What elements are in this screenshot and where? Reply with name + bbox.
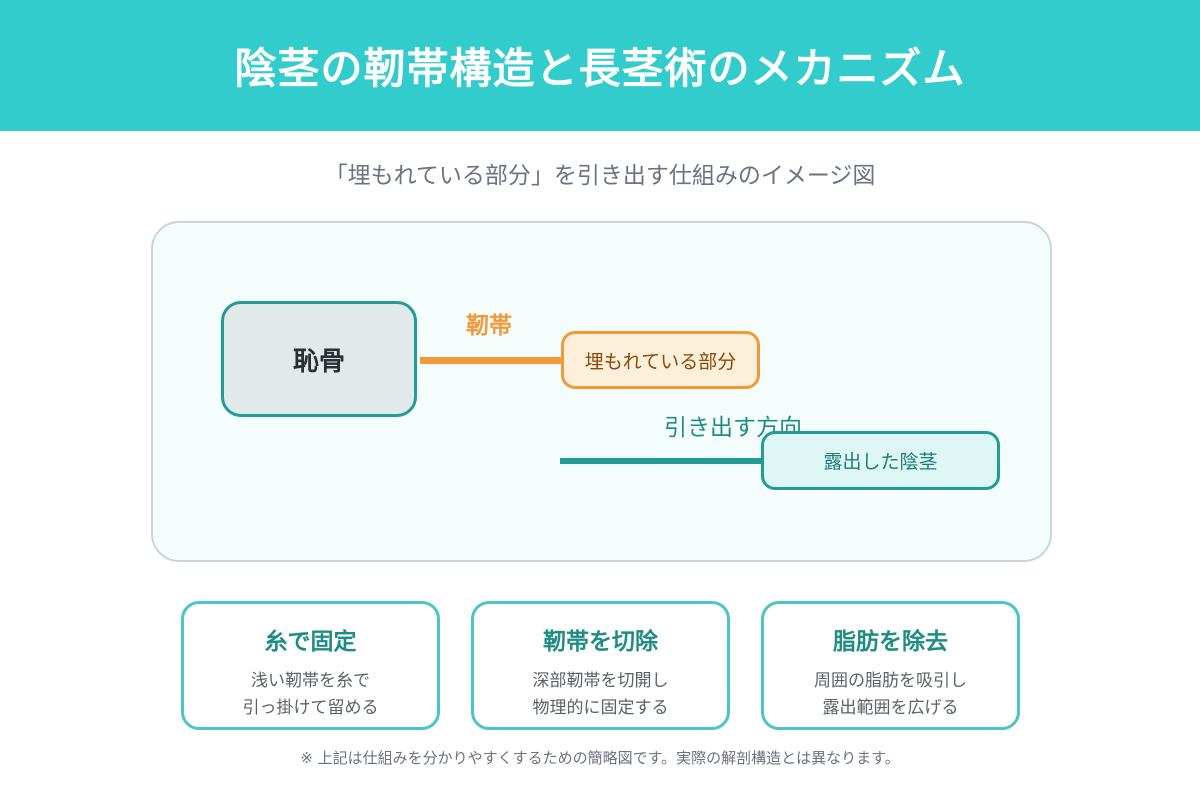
exposed-part-node: 露出した陰茎 xyxy=(761,431,1000,490)
pubic-bone-node: 恥骨 xyxy=(221,301,417,417)
method-card-title: 糸で固定 xyxy=(264,629,357,655)
method-card-body: 浅い靭帯を糸で 引っ掛けて留める xyxy=(184,668,437,722)
method-card-ligament-cut: 靭帯を切除 深部靭帯を切開し 物理的に固定する xyxy=(471,601,730,730)
pull-direction-line xyxy=(560,458,763,464)
method-card-line: 露出範囲を広げる xyxy=(822,698,959,718)
page-title: 陰茎の靭帯構造と長茎術のメカニズム xyxy=(234,44,966,93)
method-card-title: 靭帯を切除 xyxy=(543,629,658,655)
method-card-title: 脂肪を除去 xyxy=(833,629,948,655)
header-banner: 陰茎の靭帯構造と長茎術のメカニズム xyxy=(0,0,1200,131)
ligament-line xyxy=(420,357,562,364)
method-card-suture: 糸で固定 浅い靭帯を糸で 引っ掛けて留める xyxy=(181,601,440,730)
ligament-label: 靭帯 xyxy=(466,313,512,339)
method-card-line: 引っ掛けて留める xyxy=(242,698,379,718)
method-card-line: 浅い靭帯を糸で xyxy=(251,671,370,691)
method-card-body: 周囲の脂肪を吸引し 露出範囲を広げる xyxy=(764,668,1017,722)
footnote: ※ 上記は仕組みを分かりやすくするための簡略図です。実際の解剖構造とは異なります… xyxy=(300,749,900,767)
method-card-line: 物理的に固定する xyxy=(532,698,669,718)
method-card-line: 深部靭帯を切開し xyxy=(532,671,669,691)
buried-part-node: 埋もれている部分 xyxy=(561,331,760,389)
diagram-subtitle: 「埋もれている部分」を引き出す仕組みのイメージ図 xyxy=(324,163,876,189)
method-card-line: 周囲の脂肪を吸引し xyxy=(814,671,967,691)
method-card-body: 深部靭帯を切開し 物理的に固定する xyxy=(474,668,727,722)
method-card-fat-removal: 脂肪を除去 周囲の脂肪を吸引し 露出範囲を広げる xyxy=(761,601,1020,730)
